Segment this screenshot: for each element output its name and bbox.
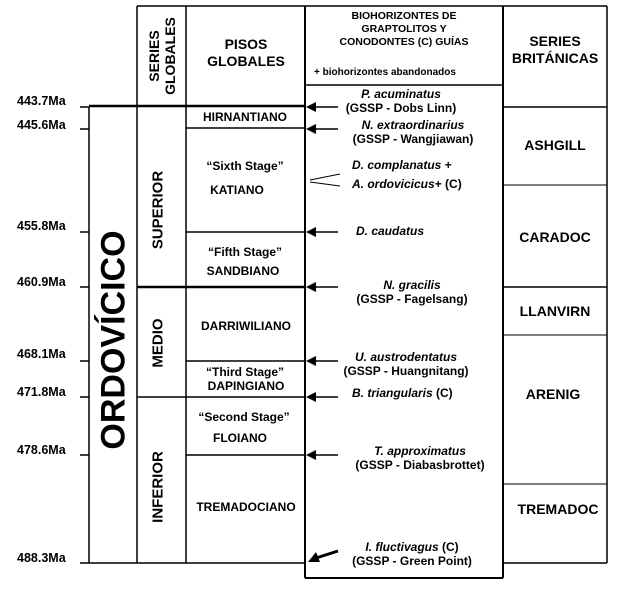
bio-austrodentatus-taxon: U. austrodentatus [354,350,458,364]
bio-gracilis-gssp: (GSSP - Fagelsang) [356,291,468,306]
series-medio: MEDIO [149,318,167,368]
bio-ordovicicus-taxon: A. ordovicicus [352,177,435,191]
bio-fluctivagus-gssp: (GSSP - Green Point) [352,553,472,568]
stage-dapingiano: DAPINGIANO [207,379,285,393]
header-pisos-globales: PISOS GLOBALES [207,36,285,70]
bio-complanatus-taxon: D. complanatus [352,158,442,172]
bio-acuminatus-gssp: (GSSP - Dobs Linn) [345,100,457,115]
header-bio-note: + biohorizontes abandonados [314,67,456,78]
brit-arenig: ARENIG [525,386,581,402]
bio-fluctivagus: I. fluctivagus (C) (GSSP - Green Point) [352,540,472,569]
stage-second-label: “Second Stage” [198,410,290,424]
brit-tremadoc: TREMADOC [517,501,599,517]
arrow-gracilis [306,282,338,292]
bio-extraordinarius: N. extraordinarius (GSSP - Wangjiawan) [352,118,474,147]
age-label-445: 445.6Ma [17,118,66,132]
bio-acuminatus: P. acuminatus (GSSP - Dobs Linn) [345,87,457,116]
bio-gracilis-taxon: N. gracilis [383,278,441,292]
header-series-britanicas: SERIES BRITÁNICAS [512,33,598,67]
arrow-extraordinarius [306,124,338,134]
stage-third-label: “Third Stage” [205,365,285,379]
bio-extraordinarius-gssp: (GSSP - Wangjiawan) [352,131,474,146]
age-label-478: 478.6Ma [17,443,66,457]
stage-floiano: FLOIANO [213,431,267,445]
stage-katiano: KATIANO [210,183,264,197]
header-brit-line2: BRITÁNICAS [511,49,599,66]
arrow-acuminatus [306,102,338,112]
age-label-443: 443.7Ma [17,94,66,108]
header-pisos-line2: GLOBALES [207,52,285,69]
bio-diagonal-line-1 [309,173,341,181]
header-brit-line1: SERIES [529,33,581,49]
brit-ashgill: ASHGILL [524,137,586,153]
stage-hirnantiano: HIRNANTIANO [203,110,287,124]
arrow-approximatus [306,450,338,460]
stage-sandbiano: SANDBIANO [206,264,280,278]
header-series-line2: GLOBALES [162,17,178,95]
header-series-globales: SERIES GLOBALES [146,17,178,95]
age-label-460: 460.9Ma [17,275,66,289]
bio-triangularis: B. triangularis (C) [352,386,453,401]
header-biohorizontes: BIOHORIZONTES DE GRAPTOLITOS Y CONODONTE… [340,10,469,49]
brit-llanvirn: LLANVIRN [519,303,591,319]
stage-darriwiliano: DARRIWILIANO [201,319,291,333]
arrow-austrodentatus [306,356,338,366]
bio-fluctivagus-taxon: I. fluctivagus [365,540,439,554]
bio-complanatus-suffix: + [441,158,452,172]
bio-gracilis: N. gracilis (GSSP - Fagelsang) [356,278,468,307]
arrow-fluctivagus [308,549,339,562]
bio-austrodentatus: U. austrodentatus (GSSP - Huangnitang) [343,350,469,379]
series-superior: SUPERIOR [149,170,167,250]
bio-extraordinarius-taxon: N. extraordinarius [361,118,465,132]
stage-fifth-label: “Fifth Stage” [208,245,282,259]
bio-triangularis-taxon: B. triangularis [352,386,433,400]
age-label-488: 488.3Ma [17,551,66,565]
arrow-caudatus [306,227,338,237]
header-bio-line1: BIOHORIZONTES DE [351,10,457,22]
bio-approximatus-taxon: T. approximatus [374,444,466,458]
bio-acuminatus-taxon: P. acuminatus [361,87,441,101]
bio-ordovicicus-suffix: + (C) [434,177,462,191]
bio-caudatus-taxon: D. caudatus [356,224,425,238]
bio-ordovicicus: A. ordovicicus+ (C) [352,177,462,192]
bio-caudatus: D. caudatus [356,224,425,239]
age-label-468: 468.1Ma [17,347,66,361]
age-label-455: 455.8Ma [17,219,66,233]
age-label-471: 471.8Ma [17,385,66,399]
stage-tremadociano: TREMADOCIANO [196,500,296,514]
bio-austrodentatus-gssp: (GSSP - Huangnitang) [343,363,469,378]
brit-caradoc: CARADOC [519,229,591,245]
bio-fluctivagus-suffix: (C) [438,540,459,554]
series-inferior: INFERIOR [149,451,167,523]
bio-approximatus-gssp: (GSSP - Diabasbrottet) [355,457,485,472]
bio-complanatus: D. complanatus + [352,158,452,173]
header-pisos-line1: PISOS [224,36,268,52]
header-series-line1: SERIES [145,30,162,82]
stage-sixth-label: “Sixth Stage” [206,159,284,173]
header-bio-line3: CONODONTES (C) GUÍAS [339,36,469,49]
header-bio-line2: GRAPTOLITOS Y [361,23,447,36]
arrow-triangularis [306,392,338,402]
bio-diagonal-line-2 [309,181,341,187]
bio-approximatus: T. approximatus (GSSP - Diabasbrottet) [355,444,485,473]
bio-triangularis-suffix: (C) [432,386,453,400]
system-label: ORDOVÍCICO [94,230,133,450]
